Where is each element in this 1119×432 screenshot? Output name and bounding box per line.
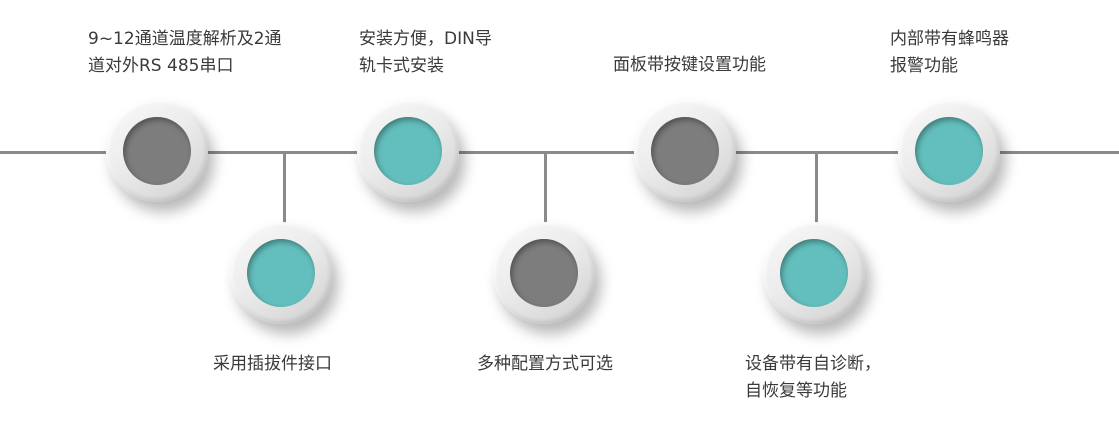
feature-label-5: 面板带按键设置功能 (613, 52, 766, 79)
connector-line-4 (544, 152, 547, 224)
feature-node-6-dot (780, 239, 848, 307)
feature-label-4-line-1: 多种配置方式可选 (477, 354, 613, 374)
feature-label-1-line-1: 9~12通道温度解析及2通 (88, 29, 282, 49)
feature-label-5-line-1: 面板带按键设置功能 (613, 55, 766, 75)
feature-label-7-line-2: 报警功能 (890, 56, 958, 76)
feature-node-2 (230, 222, 332, 324)
feature-label-3: 安装方便，DIN导 轨卡式安装 (359, 26, 492, 80)
connector-line-2 (283, 152, 286, 224)
feature-label-6-line-2: 自恢复等功能 (745, 381, 847, 401)
main-timeline-line (0, 151, 1119, 154)
feature-label-6-line-1: 设备带有自诊断， (745, 354, 881, 374)
feature-node-3 (357, 100, 459, 202)
connector-line-6 (815, 152, 818, 224)
feature-node-2-dot (247, 239, 315, 307)
feature-label-1-line-2: 道对外RS 485串口 (88, 56, 234, 76)
feature-node-7-dot (915, 117, 983, 185)
feature-node-1-dot (123, 117, 191, 185)
feature-label-3-line-2: 轨卡式安装 (359, 56, 444, 76)
feature-node-4-dot (510, 239, 578, 307)
feature-node-5-dot (651, 117, 719, 185)
feature-node-4 (493, 222, 595, 324)
feature-label-2: 采用插拔件接口 (213, 351, 332, 378)
feature-label-1: 9~12通道温度解析及2通 道对外RS 485串口 (88, 26, 282, 80)
feature-label-6: 设备带有自诊断， 自恢复等功能 (745, 351, 881, 405)
feature-node-1 (106, 100, 208, 202)
feature-node-3-dot (374, 117, 442, 185)
feature-label-7-line-1: 内部带有蜂鸣器 (890, 29, 1009, 49)
feature-node-7 (898, 100, 1000, 202)
feature-label-7: 内部带有蜂鸣器 报警功能 (890, 26, 1009, 80)
feature-label-4: 多种配置方式可选 (477, 351, 613, 378)
feature-label-3-line-1: 安装方便，DIN导 (359, 29, 492, 49)
feature-node-6 (763, 222, 865, 324)
feature-label-2-line-1: 采用插拔件接口 (213, 354, 332, 374)
feature-node-5 (634, 100, 736, 202)
